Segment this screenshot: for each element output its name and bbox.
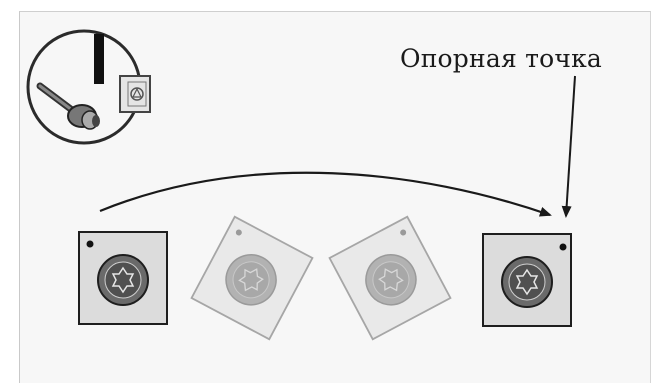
socket-icon xyxy=(120,76,150,112)
inset-circle-icon xyxy=(28,31,150,143)
pointer-arrow-icon xyxy=(566,76,575,216)
tile-end xyxy=(483,234,571,326)
tile-rotating-2 xyxy=(330,217,451,340)
cable-bar-icon xyxy=(94,34,104,84)
tile-start xyxy=(79,232,167,324)
curved-arrow-icon xyxy=(100,173,550,215)
reference-point-label: Опорная точка xyxy=(400,44,602,73)
reference-dot xyxy=(560,244,567,251)
reference-dot xyxy=(87,241,94,248)
tile-rotating-1 xyxy=(192,217,313,340)
